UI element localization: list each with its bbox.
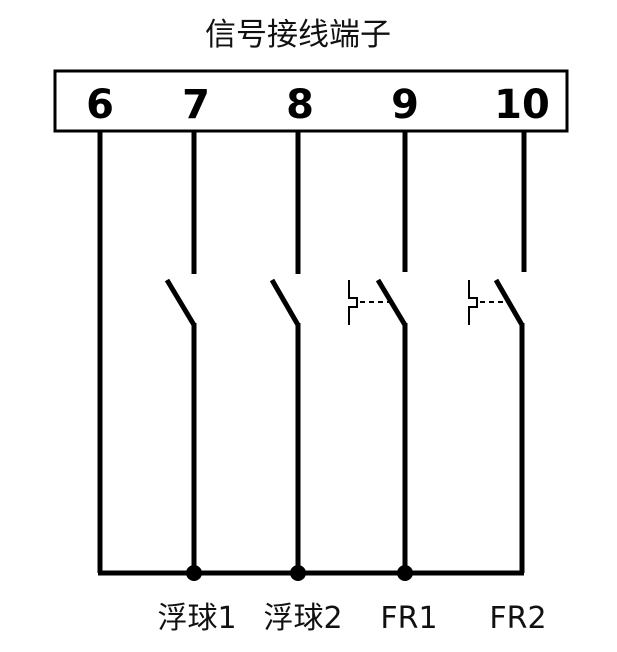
junction-dot xyxy=(397,565,413,581)
junction-dot xyxy=(290,565,306,581)
label-fr1: FR1 xyxy=(380,601,437,636)
label-float-1: 浮球1 xyxy=(157,601,236,636)
relay-blade xyxy=(375,278,408,327)
junction-dot xyxy=(186,565,202,581)
terminal-6: 6 xyxy=(86,82,114,128)
thermal-element-symbol xyxy=(468,280,478,325)
switch-blade xyxy=(269,278,301,327)
terminal-10: 10 xyxy=(494,82,550,128)
float-switch-2 xyxy=(269,131,301,573)
terminal-7: 7 xyxy=(182,82,210,128)
label-fr2: FR2 xyxy=(489,601,546,636)
float-switch-1 xyxy=(164,131,197,573)
terminal-8: 8 xyxy=(286,82,314,128)
thermal-relay-fr2 xyxy=(468,131,527,573)
terminal-9: 9 xyxy=(391,82,419,128)
diagram-title: 信号接线端子 xyxy=(205,17,391,53)
thermal-element-symbol xyxy=(348,280,358,325)
thermal-relay-fr1 xyxy=(348,131,408,573)
label-float-2: 浮球2 xyxy=(263,601,342,636)
switch-blade xyxy=(164,278,197,327)
terminal-block xyxy=(53,69,569,133)
